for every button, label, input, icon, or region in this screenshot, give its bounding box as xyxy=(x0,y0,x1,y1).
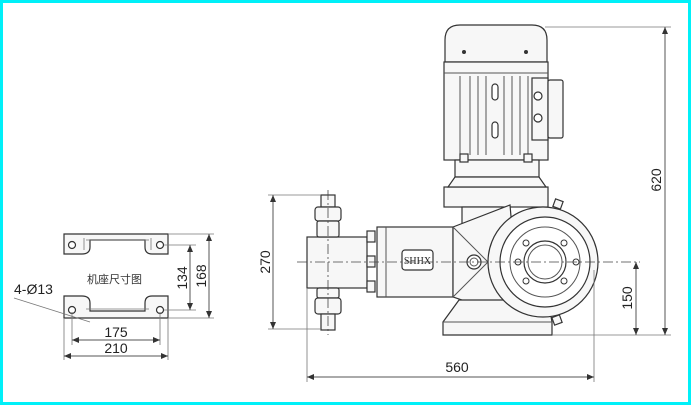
dim-620: 620 xyxy=(648,168,664,192)
base-plate-drawing: 机座尺寸图 4-Ø13 134 168 175 210 xyxy=(13,233,214,360)
dim-168: 168 xyxy=(193,264,209,288)
base-plate-top xyxy=(63,233,169,255)
liquid-end xyxy=(306,236,368,289)
motor-flange xyxy=(443,186,549,208)
dim-150: 150 xyxy=(619,286,635,310)
mounting-holes xyxy=(67,240,165,315)
hole-spec-label: 4-Ø13 xyxy=(14,281,53,297)
motor-body xyxy=(443,61,549,161)
terminal-box xyxy=(531,77,549,141)
base-plate-bottom xyxy=(63,295,169,319)
dim-210: 210 xyxy=(104,340,128,356)
dim-270: 270 xyxy=(257,250,273,274)
base-title: 机座尺寸图 xyxy=(87,272,142,286)
dim-134: 134 xyxy=(174,266,190,290)
brand-badge xyxy=(401,249,434,271)
pump-drawing: SHHX xyxy=(257,24,671,382)
dim-560: 560 xyxy=(445,359,469,375)
brand-badge-text: SHHX xyxy=(404,256,432,267)
motor-fan-cover xyxy=(444,24,548,63)
dim-175: 175 xyxy=(104,324,128,340)
